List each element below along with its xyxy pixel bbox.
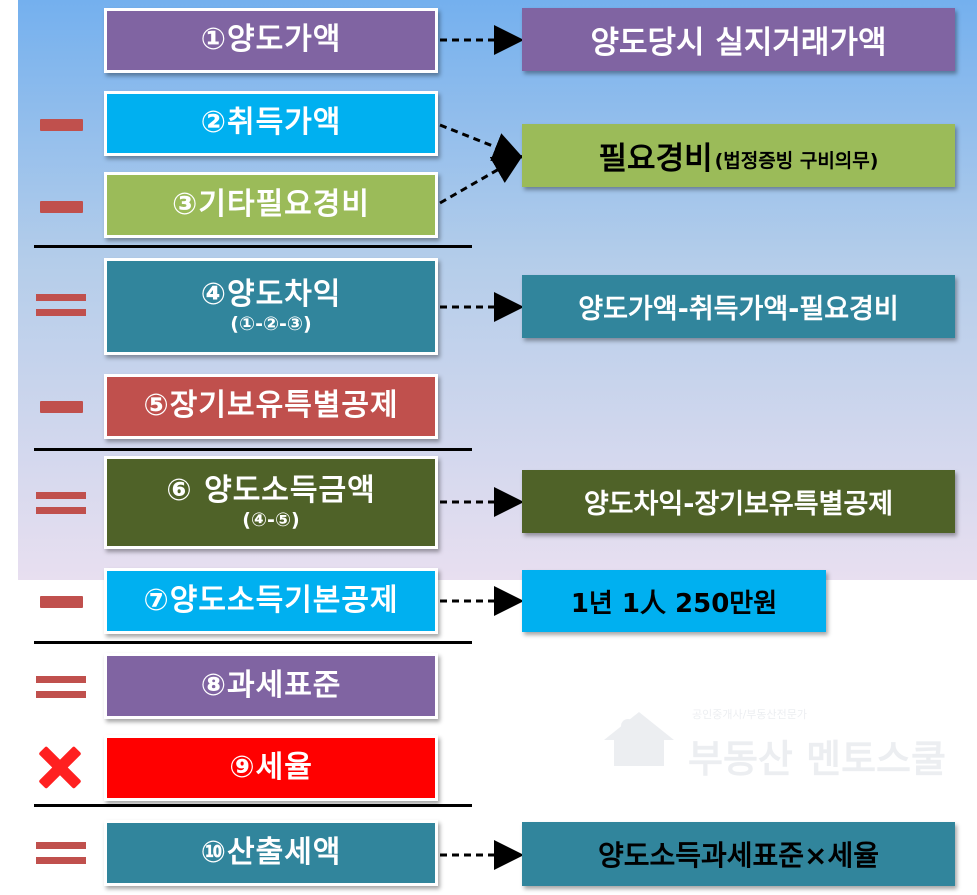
times-icon <box>38 745 82 790</box>
watermark: 공인중개사/부동산전문가 부동산 멘토스쿨 <box>600 700 950 781</box>
step-label: ①양도가액 <box>200 22 342 58</box>
step-box-1: ①양도가액 <box>104 8 438 73</box>
explanation-box-1: 양도당시 실지거래가액 <box>522 8 955 71</box>
explanation-box-6: 양도소득과세표준×세율 <box>522 822 955 886</box>
equals-icon <box>36 842 86 864</box>
house-logo-icon <box>604 712 674 766</box>
separator-line <box>34 804 472 807</box>
equals-icon <box>36 676 86 698</box>
explanation-box-4: 양도차익-장기보유특별공제 <box>522 470 955 533</box>
step-box-10: ⑩산출세액 <box>104 820 438 886</box>
equals-icon <box>36 294 86 316</box>
step-box-3: ③기타필요경비 <box>104 172 438 238</box>
explanation-note: (법정증빙 구비의무) <box>714 150 879 172</box>
explanation-text: 1년 1人 250만원 <box>570 588 778 619</box>
step-label: ⑦양도소득기본공제 <box>143 582 399 618</box>
explanation-box-2: 필요경비 (법정증빙 구비의무) <box>522 124 955 187</box>
step-box-2: ②취득가액 <box>104 91 438 156</box>
step-label: ③기타필요경비 <box>171 186 370 222</box>
step-box-7: ⑦양도소득기본공제 <box>104 568 438 634</box>
step-label: ②취득가액 <box>200 105 342 141</box>
minus-icon <box>40 596 83 608</box>
step-label: ⑤장기보유특별공제 <box>143 388 399 424</box>
explanation-box-3: 양도가액-취득가액-필요경비 <box>522 275 955 338</box>
step-label: ⑧과세표준 <box>200 667 342 703</box>
step-box-6: ⑥ 양도소득금액 (④-⑤) <box>104 456 438 549</box>
watermark-subtext: 공인중개사/부동산전문가 <box>692 708 808 721</box>
step-label: ⑥ 양도소득금액 <box>166 472 376 508</box>
equals-icon <box>36 492 86 514</box>
step-box-5: ⑤장기보유특별공제 <box>104 374 438 439</box>
explanation-text: 양도차익-장기보유특별공제 <box>583 489 894 520</box>
separator-line <box>34 641 472 644</box>
step-box-4: ④양도차익 (①-②-③) <box>104 258 438 355</box>
step-label: ④양도차익 <box>200 276 342 312</box>
step-box-9: ⑨세율 <box>104 735 438 801</box>
minus-icon <box>40 201 83 213</box>
step-box-8: ⑧과세표준 <box>104 653 438 719</box>
step-sublabel: (④-⑤) <box>242 509 300 532</box>
watermark-text: 부동산 멘토스쿨 <box>688 737 946 781</box>
separator-line <box>34 448 472 451</box>
step-sublabel: (①-②-③) <box>230 313 312 336</box>
explanation-box-5: 1년 1人 250만원 <box>522 570 826 632</box>
explanation-text: 필요경비 <box>598 141 713 177</box>
explanation-text: 양도가액-취득가액-필요경비 <box>578 294 899 325</box>
explanation-text: 양도소득과세표준×세율 <box>597 839 880 872</box>
arrow-3 <box>439 155 524 205</box>
step-label: ⑩산출세액 <box>200 834 342 870</box>
step-label: ⑨세율 <box>229 749 313 785</box>
separator-line <box>34 245 472 248</box>
minus-icon <box>40 119 83 131</box>
explanation-text: 양도당시 실지거래가액 <box>590 25 887 61</box>
arrow-2 <box>439 123 524 162</box>
minus-icon <box>40 401 83 413</box>
